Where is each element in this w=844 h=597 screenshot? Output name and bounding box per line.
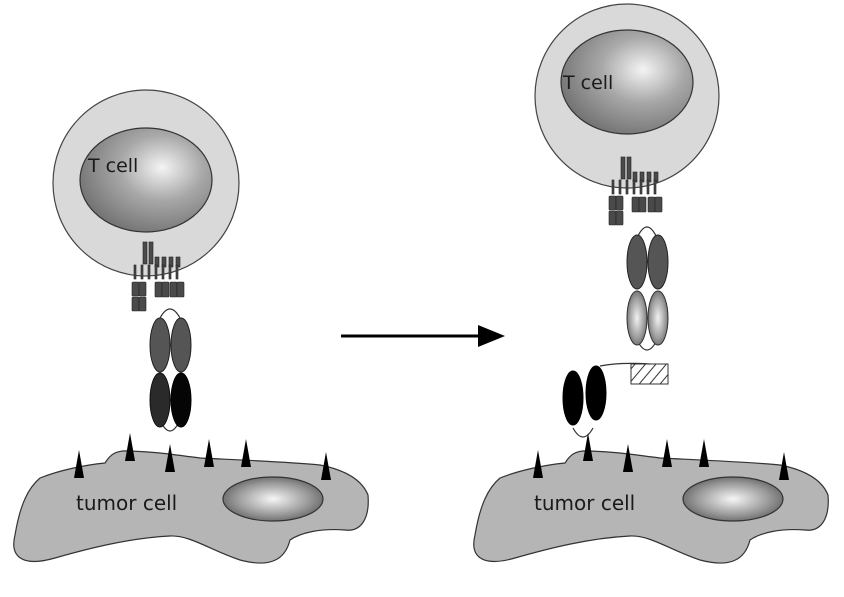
t-cell-right: T cell	[534, 3, 720, 189]
tumor-cell-label: tumor cell	[76, 491, 177, 515]
transition-arrow-icon	[341, 325, 505, 347]
t-cell-nucleus	[79, 127, 213, 233]
left-panel: T cell	[13, 89, 369, 564]
tcr-complex-left	[131, 241, 185, 312]
tumor-cell-right: tumor cell	[473, 433, 829, 564]
masked-antibody-lower	[562, 362, 669, 438]
tumor-cell-label: tumor cell	[534, 491, 635, 515]
right-panel: T cell	[473, 3, 829, 564]
masking-domain	[630, 363, 669, 385]
tumor-nucleus	[682, 476, 784, 522]
tumor-antigens	[533, 433, 789, 480]
tumor-cell-left: tumor cell	[13, 433, 369, 564]
t-cell-label: T cell	[562, 72, 613, 94]
tcr-complex-right	[608, 156, 663, 226]
t-cell-left: T cell	[52, 89, 240, 277]
tumor-nucleus	[222, 476, 324, 522]
tumor-antigens	[74, 433, 331, 480]
masked-antibody-upper	[626, 226, 669, 351]
t-cell-nucleus	[560, 29, 694, 135]
bispecific-antibody-left	[149, 308, 192, 432]
t-cell-label: T cell	[87, 155, 138, 177]
